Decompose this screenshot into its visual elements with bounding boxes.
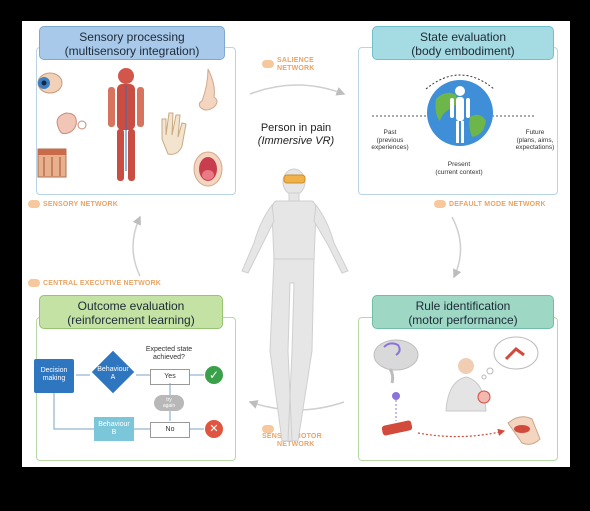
- state-header: State evaluation (body embodiment): [372, 26, 554, 60]
- outcome-header: Outcome evaluation (reinforcement learni…: [39, 295, 223, 329]
- diagram-canvas: Sensory processing (multisensory integra…: [22, 21, 570, 467]
- timeline-future: Future(plans, aims,expectations): [515, 129, 555, 151]
- check-icon: ✓: [205, 366, 223, 384]
- brain-network-icon: [434, 200, 446, 208]
- person-arm-icon: [445, 358, 491, 412]
- vr-headset-icon: [283, 174, 306, 184]
- body-anatomy-icon: [108, 68, 144, 181]
- state-subtitle: (body embodiment): [411, 44, 515, 58]
- state-title: State evaluation: [419, 30, 507, 44]
- flowchart-connectors: [53, 374, 204, 430]
- brain-network-icon: [262, 60, 274, 68]
- muscle-icon: [507, 416, 541, 445]
- yes-box: Yes: [150, 369, 190, 385]
- eye-icon: [37, 72, 63, 94]
- cross-icon: ✕: [205, 420, 223, 438]
- mouth-icon: [193, 151, 223, 187]
- arrow-sensory-to-state: [249, 84, 346, 96]
- muscle-fiber-icon: [381, 420, 413, 436]
- brain-network-icon: [28, 200, 40, 208]
- rule-subtitle: (motor performance): [408, 313, 518, 327]
- immersive-vr-label: (Immersive VR): [257, 135, 335, 147]
- ear-icon: [56, 112, 87, 135]
- timeline-present: Present(current context): [435, 161, 483, 176]
- sensory-subtitle: (multisensory integration): [64, 44, 200, 58]
- brain-icon: [373, 339, 419, 384]
- hand-icon: [161, 112, 187, 155]
- center-title: Person in pain (Immersive VR): [246, 122, 346, 148]
- nose-icon: [198, 68, 218, 111]
- no-box: No: [150, 422, 190, 438]
- outcome-subtitle: (reinforcement learning): [67, 313, 195, 327]
- person-silhouette-icon: [450, 86, 470, 143]
- state-illustration: [372, 74, 536, 146]
- arrow-outcome-to-sensory: [132, 215, 141, 277]
- sensory-header: Sensory processing (multisensory integra…: [39, 26, 225, 60]
- orbit-arrow: [425, 74, 495, 90]
- rule-header: Rule identification (motor performance): [372, 295, 554, 329]
- person-figure: [241, 168, 349, 442]
- outcome-title: Outcome evaluation: [77, 299, 185, 313]
- brain-network-icon: [262, 425, 274, 433]
- sensory-illustrations: [37, 68, 223, 187]
- default-mode-network-label: DEFAULT MODE NETWORK: [434, 200, 546, 209]
- skin-icon: [37, 148, 67, 178]
- rule-illustrations: [373, 336, 541, 445]
- neuron-icon: [392, 392, 400, 421]
- sensory-title: Sensory processing: [79, 30, 185, 44]
- brain-network-icon: [28, 279, 40, 287]
- arrow-state-to-rule: [451, 216, 462, 279]
- rule-title: Rule identification: [415, 299, 511, 313]
- signal-arrow: [417, 428, 506, 438]
- thought-bubble-icon: [481, 336, 539, 380]
- person-in-pain-label: Person in pain: [260, 122, 332, 134]
- sensory-network-label: SENSORY NETWORK: [28, 200, 118, 209]
- central-executive-network-label: CENTRAL EXECUTIVE NETWORK: [28, 279, 161, 288]
